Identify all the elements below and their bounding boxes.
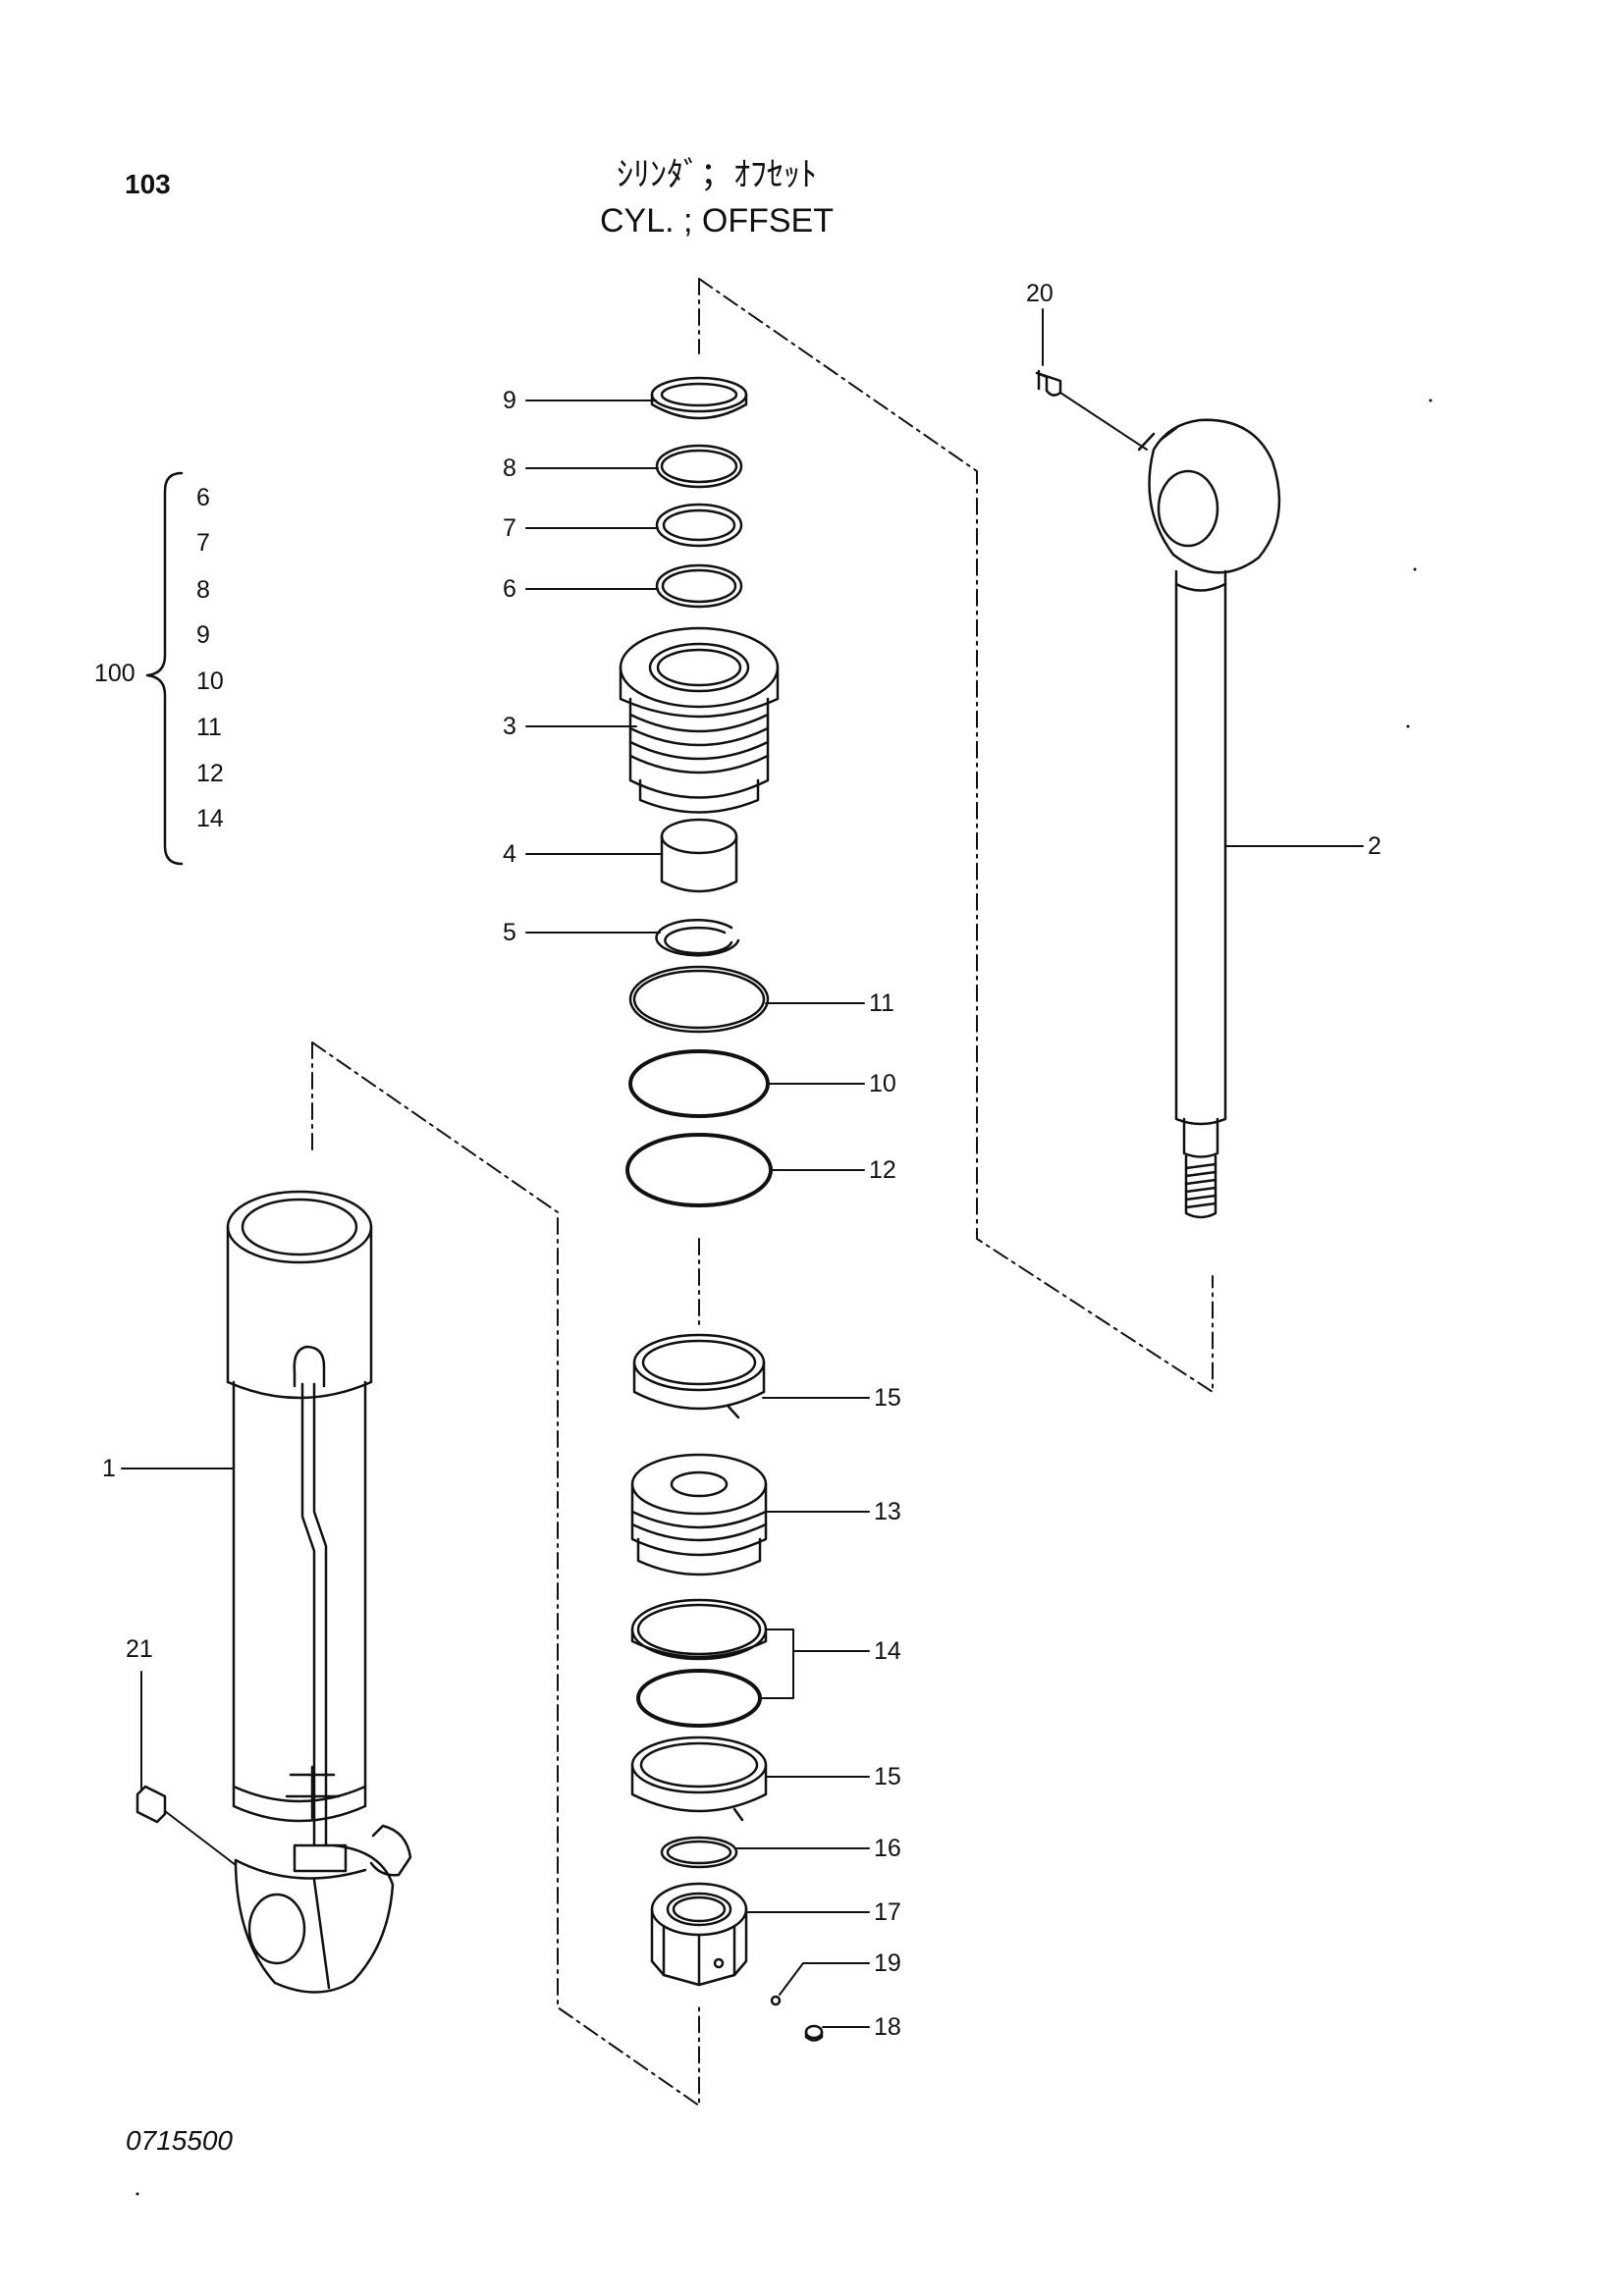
callout-5: 5 (503, 919, 516, 946)
callout-12: 12 (869, 1156, 896, 1184)
callout-3: 3 (503, 713, 516, 740)
callout-6: 6 (503, 575, 516, 603)
callout-1: 1 (102, 1455, 116, 1482)
callout-17: 17 (874, 1898, 901, 1926)
part-7-ring (655, 503, 743, 548)
group-item: 9 (196, 621, 210, 649)
drawing-code: 0715500 (126, 2125, 234, 2156)
callout-7: 7 (503, 514, 516, 542)
part-9-seal (650, 376, 748, 420)
part-15-wear-ring-upper (632, 1333, 766, 1419)
part-5-snap-ring (655, 919, 740, 957)
part-12-o-ring (625, 1133, 773, 1207)
part-8-ring (655, 444, 743, 489)
leader-lines (121, 308, 1364, 2028)
part-13-piston (630, 1453, 768, 1576)
callout-21: 21 (126, 1635, 153, 1663)
part-16-ring (660, 1836, 738, 1869)
part-14-seal-set (630, 1598, 768, 1728)
group-label: 100 (94, 660, 135, 687)
group-item: 14 (196, 805, 224, 832)
group-item: 11 (196, 714, 222, 741)
part-4-bushing (660, 818, 738, 893)
page-number: 103 (125, 169, 171, 199)
callout-9: 9 (503, 387, 516, 414)
part-19-ball (770, 1995, 782, 2006)
callout-2: 2 (1368, 832, 1381, 860)
part-6-ring (655, 563, 743, 609)
title-english: CYL. ; OFFSET (599, 202, 835, 240)
callout-15-lower: 15 (874, 1763, 901, 1790)
scan-dots (135, 399, 1433, 2196)
group-item: 8 (196, 576, 210, 604)
part-3-rod-cover (619, 626, 780, 814)
title-japanese: ｼﾘﾝﾀﾞ；ｵﾌｾｯﾄ (617, 155, 817, 194)
callout-14: 14 (874, 1637, 901, 1665)
part-17-nut (650, 1882, 748, 1987)
callout-18: 18 (874, 2013, 901, 2041)
callout-8: 8 (503, 454, 516, 482)
callout-4: 4 (503, 840, 516, 868)
callout-20: 20 (1026, 280, 1054, 307)
group-item: 7 (196, 529, 210, 557)
part-18-set-screw (804, 2024, 824, 2042)
group-item: 12 (196, 760, 224, 787)
callout-15-upper: 15 (874, 1384, 901, 1412)
callout-16: 16 (874, 1835, 901, 1862)
group-item: 6 (196, 484, 210, 511)
callout-19: 19 (874, 1949, 901, 1977)
part-1-cylinder-tube (135, 1190, 412, 1994)
assembly-centerlines (311, 278, 1214, 2107)
part-20-grease-fitting (1035, 369, 1148, 451)
part-15-wear-ring-lower (630, 1735, 768, 1822)
callout-13: 13 (874, 1498, 901, 1525)
part-2-piston-rod (1137, 418, 1281, 1219)
callout-10: 10 (869, 1070, 896, 1097)
part-10-o-ring (628, 1049, 770, 1118)
part-11-ring (628, 965, 770, 1034)
group-item: 10 (196, 667, 224, 695)
callout-11: 11 (869, 989, 894, 1017)
group-brace (145, 471, 184, 866)
